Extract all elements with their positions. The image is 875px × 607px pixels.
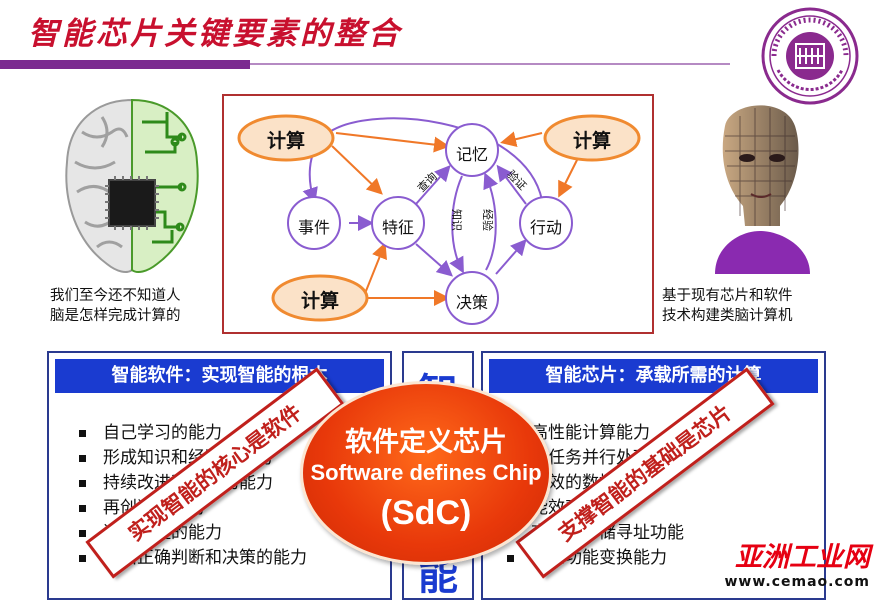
software-panel-heading: 智能软件：实现智能的根本	[55, 359, 384, 393]
sdc-oval: 软件定义芯片 Software defines Chip (SdC)	[300, 381, 552, 565]
title-underline-bar	[0, 60, 250, 69]
watermark-brand: 亚洲工业网	[735, 542, 870, 573]
node-event	[287, 196, 341, 250]
cyber-face-image	[715, 105, 810, 274]
node-feature-label: 特征	[381, 218, 414, 237]
sdc-title-en: Software defines Chip	[310, 460, 542, 485]
edge-action-event-loop	[302, 117, 543, 204]
edge-label-experience: 经验	[481, 209, 494, 231]
list-item: 自己学习的能力	[79, 421, 307, 446]
compute-label-bottom: 计算	[300, 290, 339, 312]
left-caption-line-2: 脑是怎样完成计算的	[50, 308, 181, 324]
left-caption-line-1: 我们至今还不知道人	[50, 288, 181, 304]
edge-decision-action	[495, 238, 527, 275]
edge-memory-decision-knowledge	[449, 175, 464, 274]
list-item: 做出正确判断和决策的能力	[79, 546, 307, 571]
watermark-url: www.cemao.com	[724, 574, 870, 590]
university-seal-icon	[761, 7, 859, 105]
node-memory	[445, 123, 499, 177]
compute-label-top-right: 计算	[572, 130, 611, 152]
edge-compute-memory	[335, 132, 450, 153]
sdc-abbreviation: (SdC)	[380, 494, 472, 532]
edge-compute-action	[558, 155, 580, 198]
node-action	[519, 196, 573, 250]
sdc-title-cn: 软件定义芯片	[345, 427, 507, 458]
node-feature	[371, 196, 425, 250]
compute-node-bottom	[271, 274, 369, 322]
edge-compute-feature-bottom	[363, 242, 387, 297]
edge-action-memory	[496, 164, 527, 205]
title-underline-line	[250, 63, 730, 65]
edge-label-knowledge: 知识	[450, 209, 463, 231]
watermark: 亚洲工业网 www.cemao.com	[700, 535, 871, 590]
compute-label-top-left: 计算	[266, 130, 305, 152]
slide-title: 智能芯片关键要素的整合	[28, 16, 402, 52]
edge-feature-decision	[415, 243, 453, 277]
chip-panel-heading: 智能芯片：承载所需的计算	[489, 359, 818, 393]
edge-feature-memory	[415, 165, 451, 205]
right-caption-line-2: 技术构建类脑计算机	[662, 308, 793, 324]
compute-node-top-left	[237, 114, 335, 162]
edge-decision-memory-experience	[483, 172, 499, 271]
node-decision	[445, 271, 499, 325]
right-caption-line-1: 基于现有芯片和软件	[662, 288, 793, 304]
compute-node-top-right	[543, 114, 641, 162]
cognition-diagram: 计算 计算 计算 记忆 事件 特征 行动 决策 查询 验证 知识 经验	[222, 94, 654, 334]
edge-compute-feature	[331, 145, 383, 195]
node-memory-label: 记忆	[455, 145, 488, 164]
node-action-label: 行动	[529, 218, 562, 237]
brain-chip-image	[65, 98, 199, 273]
node-decision-label: 决策	[455, 293, 488, 312]
edge-compute-memory-right	[500, 131, 543, 148]
node-event-label: 事件	[297, 218, 330, 237]
